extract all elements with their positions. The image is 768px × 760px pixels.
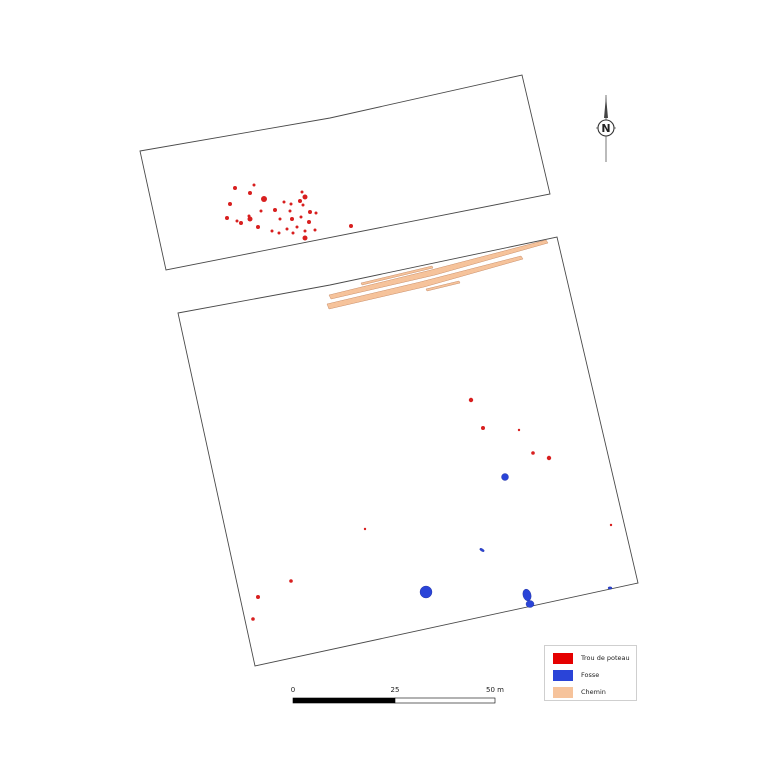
scale-tick-0: 0 <box>291 686 295 694</box>
post-hole <box>282 200 286 204</box>
legend-label-post-hole: Trou de poteau <box>581 654 630 662</box>
scale-tick-50: 50 m <box>486 686 504 694</box>
legend-item-post-hole: Trou de poteau <box>553 652 630 664</box>
legend-swatch-pit <box>553 669 573 681</box>
post-hole <box>302 194 308 200</box>
post-hole <box>308 210 312 214</box>
post-hole <box>291 231 295 235</box>
path-feature <box>360 265 434 286</box>
post-hole <box>270 229 274 233</box>
post-hole <box>261 196 267 202</box>
post-hole <box>251 617 255 621</box>
post-hole <box>300 190 304 194</box>
pit <box>525 600 535 608</box>
pits <box>419 473 613 608</box>
post-hole <box>247 216 253 222</box>
legend-item-pit: Fosse <box>553 669 599 681</box>
post-hole <box>468 397 474 403</box>
post-hole <box>285 227 289 231</box>
pit <box>607 586 613 590</box>
post-hole <box>517 428 521 432</box>
post-hole <box>349 224 353 228</box>
post-hole <box>313 228 317 232</box>
post-hole <box>259 209 263 213</box>
post-hole <box>290 217 294 221</box>
post-hole <box>278 217 282 221</box>
post-hole <box>307 220 311 224</box>
legend-swatch-post-hole <box>553 652 573 664</box>
legend-swatch-path <box>553 686 573 698</box>
map-legend: Trou de poteau Fosse Chemin <box>544 645 637 701</box>
post-hole <box>273 208 277 212</box>
post-hole <box>301 203 305 207</box>
post-hole <box>239 221 243 225</box>
post-hole <box>228 202 232 206</box>
legend-item-path: Chemin <box>553 686 606 698</box>
north-excavation-area <box>139 74 551 271</box>
post-hole <box>235 219 239 223</box>
post-hole <box>531 451 535 455</box>
pit <box>419 585 433 599</box>
post-hole <box>481 426 485 430</box>
path-feature <box>328 239 549 300</box>
post-hole <box>302 235 308 241</box>
post-hole <box>225 216 229 220</box>
post-hole <box>252 183 256 187</box>
post-hole <box>256 595 260 599</box>
post-hole <box>299 215 303 219</box>
post-hole <box>298 199 302 203</box>
post-hole <box>248 191 252 195</box>
post-hole <box>303 229 307 233</box>
north-arrow: N <box>596 95 616 162</box>
post-hole <box>609 523 613 527</box>
north-label: N <box>601 122 610 135</box>
post-hole <box>289 579 293 583</box>
scale-bar: 0 25 50 m <box>291 686 504 704</box>
post-hole <box>295 225 299 229</box>
post-hole <box>256 225 260 229</box>
post-hole <box>363 527 367 531</box>
post-hole <box>277 231 281 235</box>
south-excavation-area <box>177 236 639 667</box>
north-arrow-compass-icon <box>597 119 615 137</box>
post-hole <box>289 202 293 206</box>
pit <box>479 548 485 552</box>
pit <box>501 473 509 481</box>
pit <box>522 588 532 602</box>
legend-label-pit: Fosse <box>581 671 600 679</box>
post-hole <box>288 209 292 213</box>
post-hole <box>546 455 552 461</box>
post-holes <box>225 183 613 621</box>
scale-tick-25: 25 <box>391 686 400 694</box>
post-hole <box>233 186 237 190</box>
path-feature <box>326 255 524 310</box>
path-features <box>326 239 549 310</box>
path-feature <box>425 280 461 292</box>
post-hole <box>314 211 318 215</box>
legend-label-path: Chemin <box>581 688 606 696</box>
